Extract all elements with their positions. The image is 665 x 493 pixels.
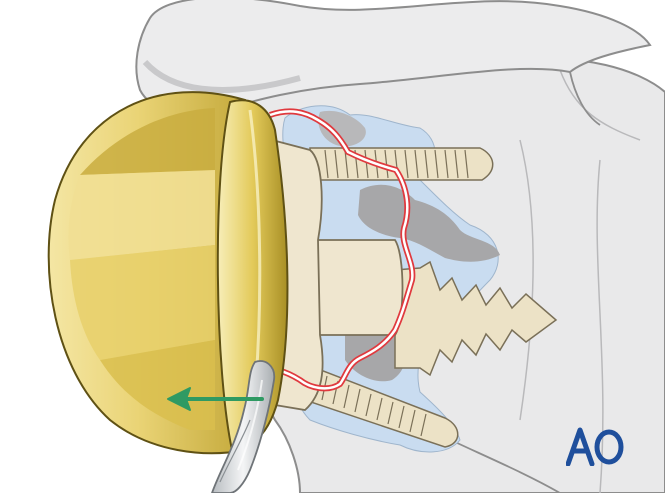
- coracoid-edge: [569, 71, 601, 126]
- scapula-contour: [519, 69, 641, 493]
- lever-instrument-icon: [211, 360, 276, 493]
- ao-logo: AO: [566, 426, 624, 466]
- acromion-shadow: [142, 59, 301, 93]
- glenosphere-implant: [47, 91, 289, 455]
- bone-defect-top: [318, 110, 366, 147]
- ao-logo-mark: [566, 427, 624, 466]
- bone-defect-upper: [358, 184, 500, 262]
- central-screw: [394, 260, 558, 377]
- fracture-line-inner: [269, 110, 414, 390]
- bone-defect-lower: [345, 327, 406, 382]
- green-arrow-left-icon: [167, 387, 264, 411]
